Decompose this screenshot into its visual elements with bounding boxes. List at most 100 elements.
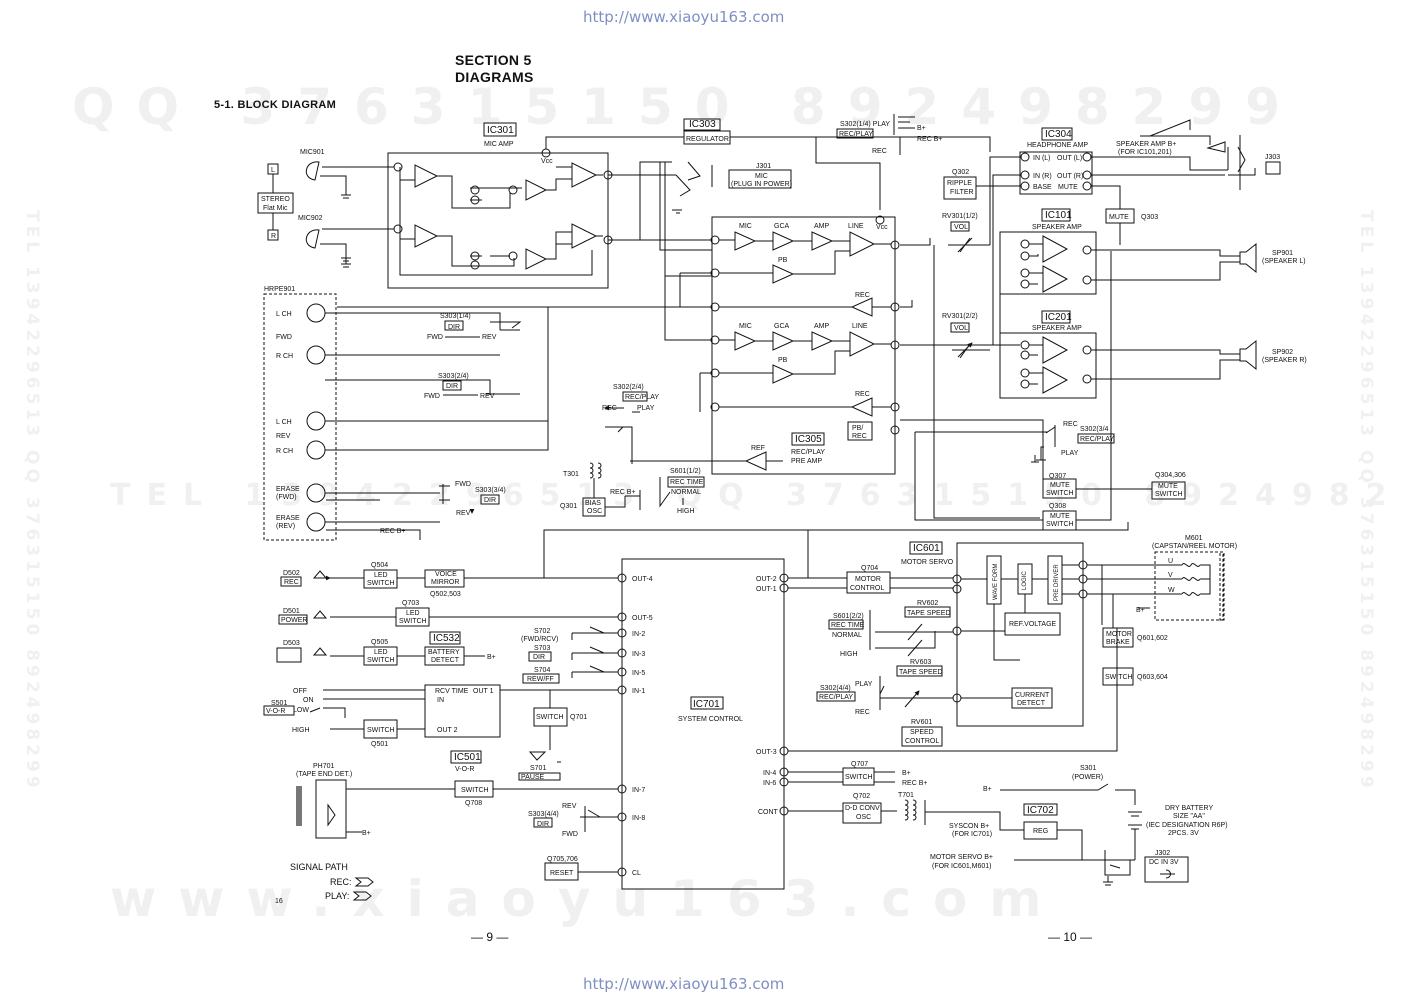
j301-plug-label: (PLUG IN POWER) xyxy=(731,181,792,188)
ic532-label-box xyxy=(429,631,461,645)
q707-q702-wiring xyxy=(788,771,897,812)
q505-switch: SWITCH xyxy=(367,657,395,664)
ic701-pin17 xyxy=(617,612,627,622)
syscon-label: SYSCON B+ xyxy=(949,823,989,830)
ic701-in8: IN-8 xyxy=(632,815,645,822)
ic304-wiring xyxy=(900,119,1228,345)
q308-label: Q308 xyxy=(1049,503,1066,510)
ref-voltage-box xyxy=(1004,612,1061,636)
ic601-label: IC601 xyxy=(913,543,940,554)
ic301-sub: MIC AMP xyxy=(484,141,514,148)
s302-24-rec: REC xyxy=(602,405,617,412)
bias-label: BIAS xyxy=(585,500,601,507)
for-ic101-label: (FOR IC101,201) xyxy=(1118,149,1172,156)
ic305-pin14 xyxy=(875,215,885,225)
rv301-22-vol-box xyxy=(950,322,970,333)
ic701-out2: OUT-2 xyxy=(756,576,777,583)
wave-form-label: WAVE FORM xyxy=(993,564,999,600)
ic101-pin6 xyxy=(1020,279,1030,289)
s701-pause: PAUSE xyxy=(521,774,545,781)
ic101-label-box xyxy=(1041,208,1071,222)
for-ic601-label: (FOR IC601,M601) xyxy=(932,863,992,870)
speaker-amp-bplus: SPEAKER AMP B+ xyxy=(1116,141,1176,148)
speed-control-box xyxy=(901,726,943,747)
ic304-pin12 xyxy=(1020,181,1030,191)
ic701-in2: IN-2 xyxy=(632,631,645,638)
dc-in-label: DC IN 3V xyxy=(1149,859,1179,866)
ic301-pin21 xyxy=(470,251,480,261)
s302-44-rec: REC xyxy=(855,709,870,716)
s501-vor: V-O-R xyxy=(266,708,285,715)
m601-label: M601 xyxy=(1185,535,1203,542)
s302-14-rec: REC xyxy=(872,148,887,155)
page-number-left: 16 xyxy=(275,898,283,905)
j302-label: J302 xyxy=(1155,850,1170,857)
q603-switch xyxy=(1102,667,1134,686)
ic304-sub: HEADPHONE AMP xyxy=(1027,142,1088,149)
ic301-opamps xyxy=(414,162,598,270)
erase-fwd-icon xyxy=(306,483,326,503)
ic701-cl: CL xyxy=(632,870,641,877)
rcv-out1: OUT 1 xyxy=(473,688,494,695)
section-title: DIAGRAMS xyxy=(455,69,534,85)
ic305-mic-2: MIC xyxy=(739,323,752,330)
ic702-label: IC702 xyxy=(1027,805,1054,816)
q304-switch: SWITCH xyxy=(1155,491,1183,498)
j303-headphone-icon xyxy=(1265,161,1281,175)
rcv-time-block xyxy=(424,684,501,738)
q504-switch: SWITCH xyxy=(367,580,395,587)
q702-label: Q702 xyxy=(853,793,870,800)
dc-jack-wiring xyxy=(1104,850,1175,879)
reset-label: RESET xyxy=(550,870,574,877)
pbrec-pb: PB/ xyxy=(852,425,863,432)
ic301-pin23 xyxy=(470,260,480,270)
ic201-pin3 xyxy=(1082,374,1092,384)
dd-conv-osc-box xyxy=(842,802,882,824)
ic305-gca-2: GCA xyxy=(774,323,790,330)
rv602-label: RV602 xyxy=(917,600,938,607)
ic305-pin8 xyxy=(890,240,900,250)
j302-dc-in-box xyxy=(1144,856,1189,883)
ic501-label-box xyxy=(450,750,482,764)
d501-power: POWER xyxy=(281,617,307,624)
s303-24-label: S303(2/4) xyxy=(438,373,469,380)
q704-control: CONTROL xyxy=(850,585,884,592)
rv301-22-label: RV301(2/2) xyxy=(942,313,978,320)
out-r-label: OUT (R) xyxy=(1057,173,1083,180)
s302-44-recplay-box xyxy=(816,691,856,702)
ic305-pin17 xyxy=(890,340,900,350)
ic701-pin18 xyxy=(617,573,627,583)
rv301-wiring xyxy=(948,237,990,359)
q707-label: Q707 xyxy=(851,761,868,768)
s701-label: S701 xyxy=(530,765,546,772)
q308-switch: SWITCH xyxy=(1046,521,1074,528)
m601-u: U xyxy=(1168,558,1173,565)
s302-14-recplay-box xyxy=(836,128,874,139)
s303-14-fwd: FWD xyxy=(427,334,443,341)
q501-switch: SWITCH xyxy=(367,727,395,734)
ic701-label-box xyxy=(690,696,724,710)
rv603-label: RV603 xyxy=(910,659,931,666)
head-rev: REV xyxy=(276,433,291,440)
s302-14-recplay: REC/PLAY xyxy=(839,131,873,138)
ic305-block xyxy=(711,216,896,475)
s701-pause xyxy=(518,751,561,781)
q707-switch: SWITCH xyxy=(845,774,873,781)
ic303-label: IC303 xyxy=(689,119,716,130)
ic305-sub2: PRE AMP xyxy=(791,458,822,465)
dd-conv-label: D-D CONV xyxy=(845,805,880,812)
q704-motor: MOTOR xyxy=(855,576,881,583)
q703-label: Q703 xyxy=(402,600,419,607)
q304-mute: MUTE xyxy=(1158,483,1178,490)
mic901-label: MIC901 xyxy=(300,149,325,156)
s302-24-recplay: REC/PLAY xyxy=(625,394,659,401)
ic305-rec-2: REC xyxy=(855,391,870,398)
mic-l-label: L xyxy=(271,167,275,174)
rv301-12-label: RV301(1/2) xyxy=(942,213,978,220)
ic304-pin10 xyxy=(1082,170,1092,180)
ripple-label: RIPPLE xyxy=(947,180,972,187)
s704-rewff-box xyxy=(522,673,560,684)
ic501-vor: V-O-R xyxy=(455,766,474,773)
ic201-pin7 xyxy=(1020,340,1030,350)
